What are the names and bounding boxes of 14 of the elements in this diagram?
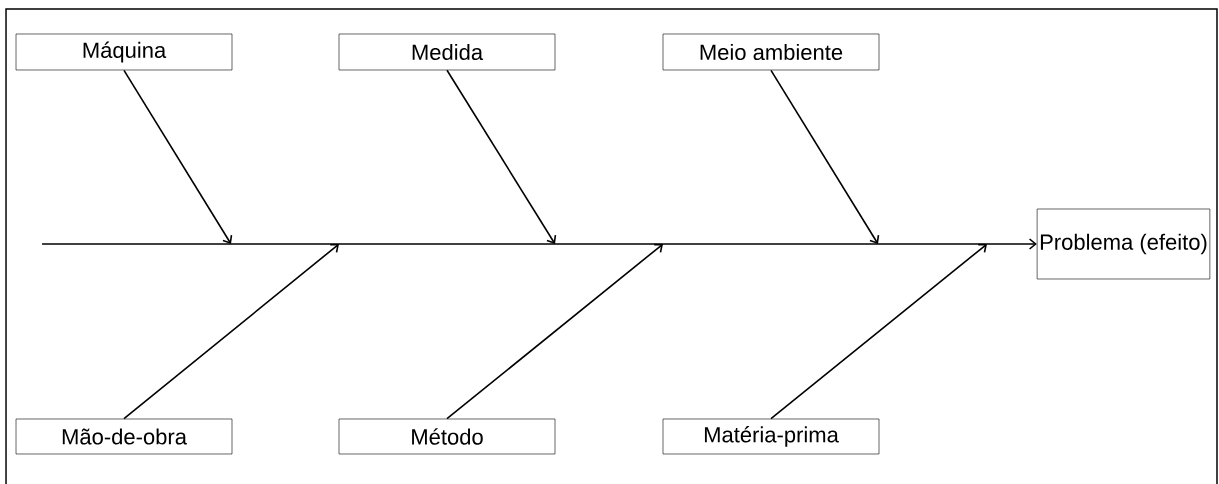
branch-arrow: [446, 69, 557, 244]
cause-box: Meio ambiente: [662, 33, 880, 71]
effect-box: Problema (efeito): [1036, 208, 1211, 280]
branch-arrow: [123, 69, 233, 244]
branch-arrow: [123, 243, 339, 420]
cause-box: Medida: [338, 33, 556, 71]
cause-box: Máquina: [15, 33, 233, 71]
spine-arrow: [41, 238, 1037, 250]
branch-arrow: [770, 69, 880, 244]
branch-arrow: [446, 243, 663, 420]
branch-arrow: [770, 243, 987, 420]
cause-box: Método: [338, 418, 556, 455]
cause-box: Mão-de-obra: [15, 418, 233, 455]
cause-box: Matéria-prima: [662, 418, 880, 455]
